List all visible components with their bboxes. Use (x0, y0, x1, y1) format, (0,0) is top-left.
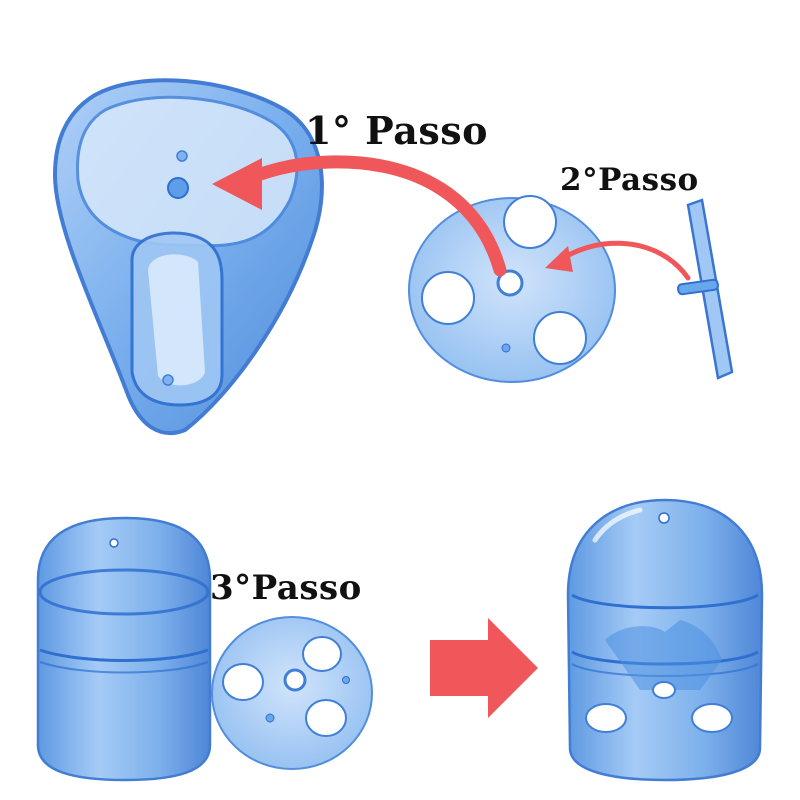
arrow-step1-curved (212, 155, 507, 277)
perforated-disc (408, 195, 616, 383)
step-3-label: 3°Passo (210, 568, 362, 608)
feeder-base (52, 78, 324, 436)
assembled-feeder (566, 498, 764, 782)
dome-cover-open (36, 516, 212, 782)
step-1-label: 1° Passo (305, 108, 488, 153)
step-2-label: 2°Passo (560, 162, 699, 198)
arrow-result (430, 618, 538, 718)
pin (677, 198, 734, 380)
arrow-step2-curved (545, 240, 691, 281)
perforated-disc-small (211, 616, 373, 770)
